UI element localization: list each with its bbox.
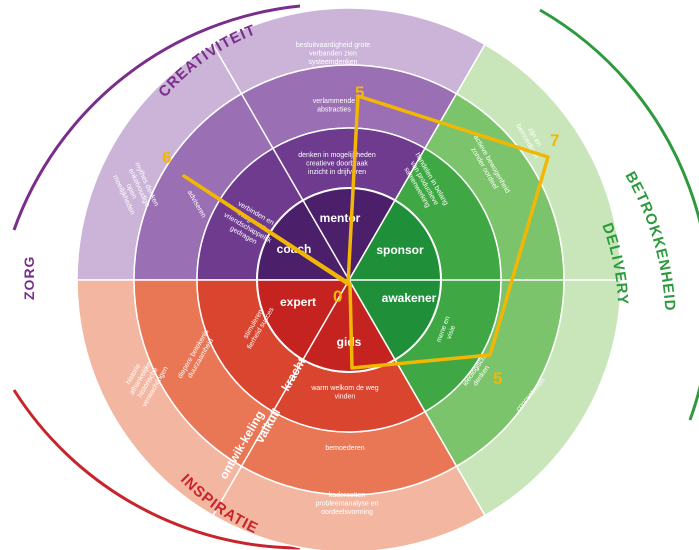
outer-ring-green (539, 8, 699, 421)
sector-divider-0 (212, 44, 350, 281)
score-upper-left: 6 (162, 148, 171, 167)
wheel (76, 7, 622, 550)
core-circle (256, 187, 442, 373)
score-polygon (182, 94, 550, 370)
role-gids: gids (337, 335, 362, 349)
role-expert: expert (280, 295, 316, 309)
role-awakener: awakener (382, 291, 437, 305)
score-lower-right: 5 (493, 369, 502, 388)
score-right: 7 (550, 131, 559, 150)
score-center: 0 (333, 287, 342, 306)
label-zorg: ZORG (21, 256, 37, 300)
outer-ring-purple (12, 4, 301, 231)
role-mentor: mentor (320, 211, 361, 225)
text-bemoederen: bemoederen (325, 445, 364, 452)
sector-divider-2 (212, 279, 350, 516)
role-sponsor: sponsor (376, 243, 424, 257)
score-top: 5 (355, 83, 364, 102)
outer-ring-red (12, 389, 301, 550)
